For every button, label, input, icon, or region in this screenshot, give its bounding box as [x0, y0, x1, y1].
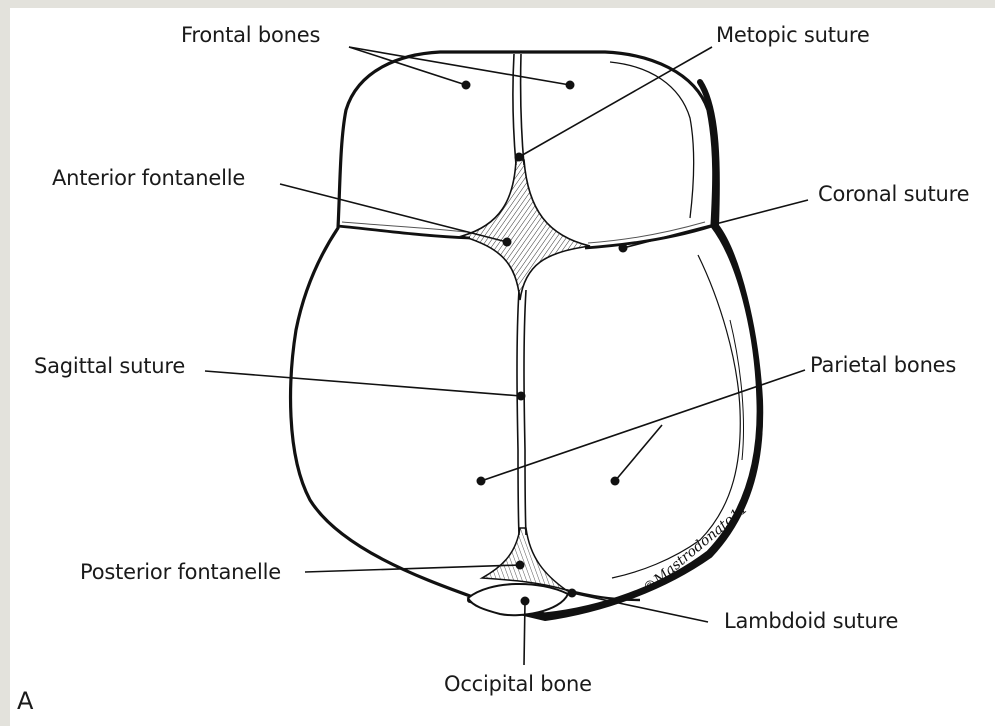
- label-sagittal-suture: Sagittal suture: [34, 356, 185, 377]
- label-anterior-fontanelle: Anterior fontanelle: [52, 168, 245, 189]
- dot-coronal: [619, 244, 628, 253]
- label-occipital-bone: Occipital bone: [444, 674, 592, 695]
- panel-letter: A: [17, 689, 33, 713]
- label-lambdoid-suture: Lambdoid suture: [724, 611, 898, 632]
- dot-parietal-right: [611, 477, 620, 486]
- dot-anterior: [503, 238, 512, 247]
- label-frontal-bones: Frontal bones: [181, 25, 320, 46]
- dot-parietal-left: [477, 477, 486, 486]
- dot-metopic: [515, 153, 524, 162]
- label-parietal-bones: Parietal bones: [810, 355, 956, 376]
- dot-frontal-right: [566, 81, 575, 90]
- label-posterior-fontanelle: Posterior fontanelle: [80, 562, 281, 583]
- dot-lambdoid: [568, 589, 577, 598]
- dot-sagittal: [517, 392, 526, 401]
- label-metopic-suture: Metopic suture: [716, 25, 870, 46]
- label-coronal-suture: Coronal suture: [818, 184, 969, 205]
- dot-posterior: [516, 561, 525, 570]
- leader-occipital: [524, 601, 525, 665]
- dot-occipital: [521, 597, 530, 606]
- dot-frontal-left: [462, 81, 471, 90]
